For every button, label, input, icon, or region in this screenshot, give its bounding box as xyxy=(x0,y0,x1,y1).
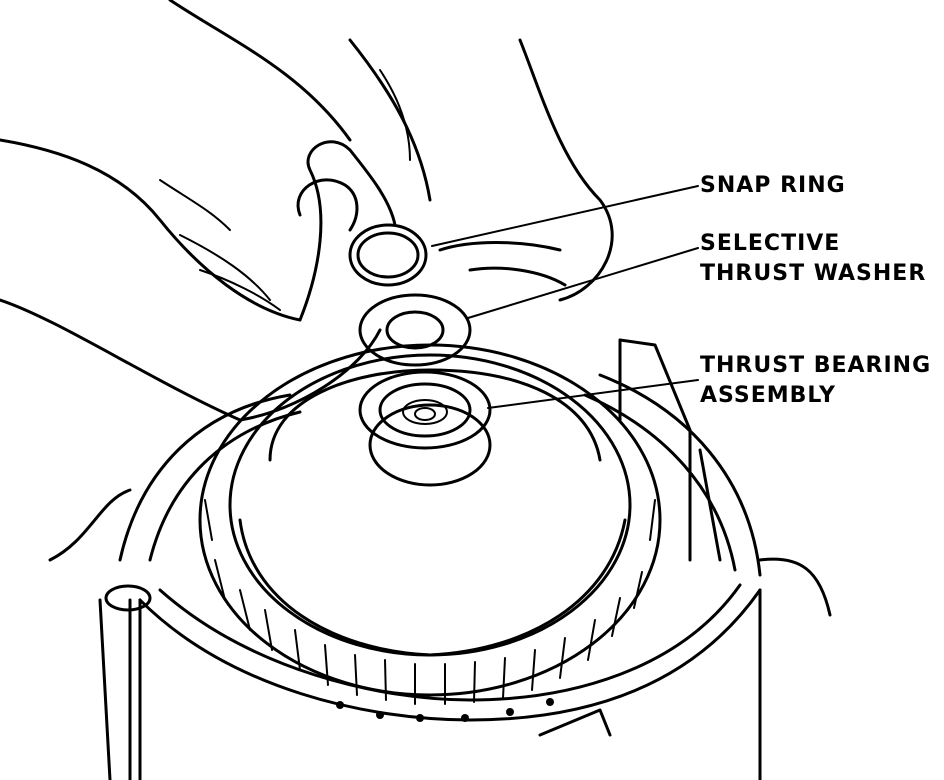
snap-ring-part xyxy=(348,223,428,287)
hand xyxy=(0,0,614,422)
label-snap-ring: SNAP RING xyxy=(700,173,846,198)
clutch-drum xyxy=(198,343,662,722)
leader-thrust-bearing xyxy=(487,379,699,409)
leader-lines xyxy=(431,185,699,409)
callout-labels: SNAP RING SELECTIVE THRUST WASHER THRUST… xyxy=(700,173,931,408)
selective-thrust-washer-part xyxy=(358,293,472,367)
thrust-bearing-assembly-part xyxy=(358,370,492,487)
label-thrust-bearing-line1: THRUST BEARING xyxy=(700,353,931,378)
leader-selective-thrust-washer xyxy=(467,247,699,319)
label-selective-line1: SELECTIVE xyxy=(700,231,840,256)
label-selective-line2: THRUST WASHER xyxy=(700,261,926,286)
label-thrust-bearing-line2: ASSEMBLY xyxy=(700,383,836,408)
housing xyxy=(48,338,832,780)
leader-snap-ring xyxy=(431,185,699,247)
